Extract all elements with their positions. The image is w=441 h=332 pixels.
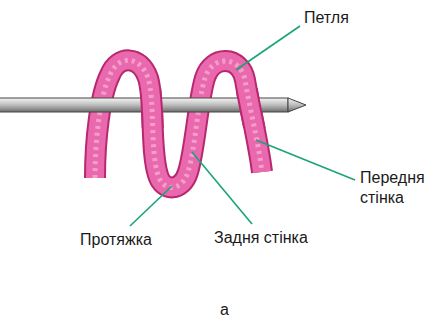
yarn: [95, 60, 262, 187]
figure-caption: а: [220, 300, 229, 320]
part-label: Петля: [304, 8, 349, 28]
part-label: Передня стінка: [360, 168, 436, 208]
part-label: Протяжка: [80, 230, 152, 250]
front-walls: [95, 60, 262, 187]
part-label: Задня стінка: [214, 228, 308, 248]
leader-lines: [130, 26, 355, 226]
